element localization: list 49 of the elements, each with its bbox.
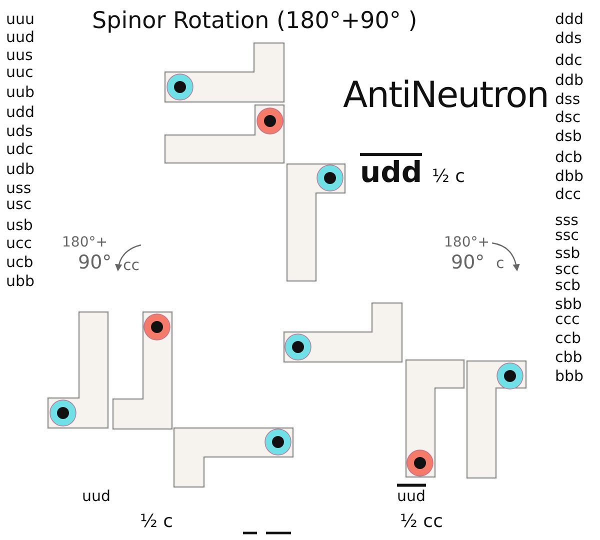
- label: ccb: [555, 330, 582, 346]
- label: dss: [555, 90, 580, 108]
- label: dsb: [555, 128, 582, 144]
- label: dcb: [555, 148, 582, 166]
- label: uus: [6, 46, 33, 64]
- label: ucc: [6, 234, 32, 252]
- label: 90°: [78, 252, 112, 274]
- label: c: [496, 254, 504, 272]
- label: ssc: [555, 226, 579, 244]
- label: usc: [6, 196, 32, 212]
- label: ubb: [6, 272, 35, 290]
- label: uuc: [6, 64, 34, 80]
- label: uub: [6, 84, 35, 100]
- label: uud: [82, 488, 111, 504]
- label: dcc: [555, 186, 582, 202]
- label: usb: [6, 216, 33, 234]
- title: Spinor Rotation (180°+90° ): [92, 8, 418, 34]
- label: ½ cc: [400, 512, 443, 532]
- label: cbb: [555, 348, 582, 366]
- label: ssb: [555, 244, 580, 262]
- label: scc: [555, 260, 580, 278]
- label: ddc: [555, 52, 582, 68]
- label: udd: [6, 104, 35, 120]
- label: udb: [6, 160, 35, 178]
- label: scb: [555, 276, 581, 294]
- label: uud: [6, 28, 35, 46]
- label: dds: [555, 30, 582, 46]
- label: AntiNeutron: [343, 76, 548, 116]
- label: sbb: [555, 296, 582, 312]
- label: ½ c: [140, 512, 174, 532]
- label: 90°: [451, 252, 485, 274]
- label: 180°+: [62, 235, 108, 251]
- label: ucb: [6, 254, 34, 270]
- label: uds: [6, 122, 33, 140]
- label: dbb: [555, 168, 584, 184]
- label: ddb: [555, 72, 584, 88]
- label: ddd: [555, 10, 584, 28]
- label: dsc: [555, 108, 581, 126]
- label: sss: [555, 212, 578, 228]
- overlined-label: uud: [397, 484, 426, 504]
- overlined-label: udd: [360, 153, 422, 189]
- label: udc: [6, 140, 34, 158]
- label: ccc: [555, 310, 580, 328]
- label: bbb: [555, 368, 584, 384]
- label: uuu: [6, 10, 35, 28]
- label: cc: [123, 256, 140, 274]
- label: uss: [6, 180, 32, 196]
- label: 180°+: [444, 235, 490, 251]
- label: ½ c: [432, 167, 466, 187]
